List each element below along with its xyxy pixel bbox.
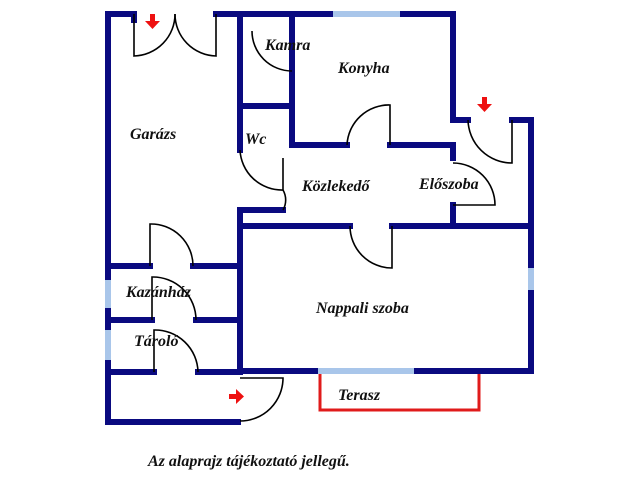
label-living-room: Nappali szoba <box>315 300 409 317</box>
label-pantry: Kamra <box>264 37 310 54</box>
doors <box>133 13 513 422</box>
entrance-arrow-eloszoba <box>477 97 492 112</box>
windows <box>105 11 534 374</box>
label-hallway: Közlekedő <box>301 178 371 195</box>
terrace-outline <box>318 374 481 412</box>
label-kitchen: Konyha <box>337 60 390 77</box>
label-storage: Tároló <box>134 333 178 350</box>
label-wc: Wc <box>245 131 266 148</box>
entrance-arrow-garage <box>145 14 160 29</box>
entrance-arrow-bottom <box>229 389 244 404</box>
walls <box>105 11 534 425</box>
label-terrace: Terasz <box>338 387 381 404</box>
label-entrance-hall: Előszoba <box>418 176 479 193</box>
label-garage: Garázs <box>130 126 176 143</box>
label-boiler-room: Kazánház <box>125 284 192 301</box>
disclaimer-note: Az alaprajz tájékoztató jellegű. <box>147 453 350 470</box>
